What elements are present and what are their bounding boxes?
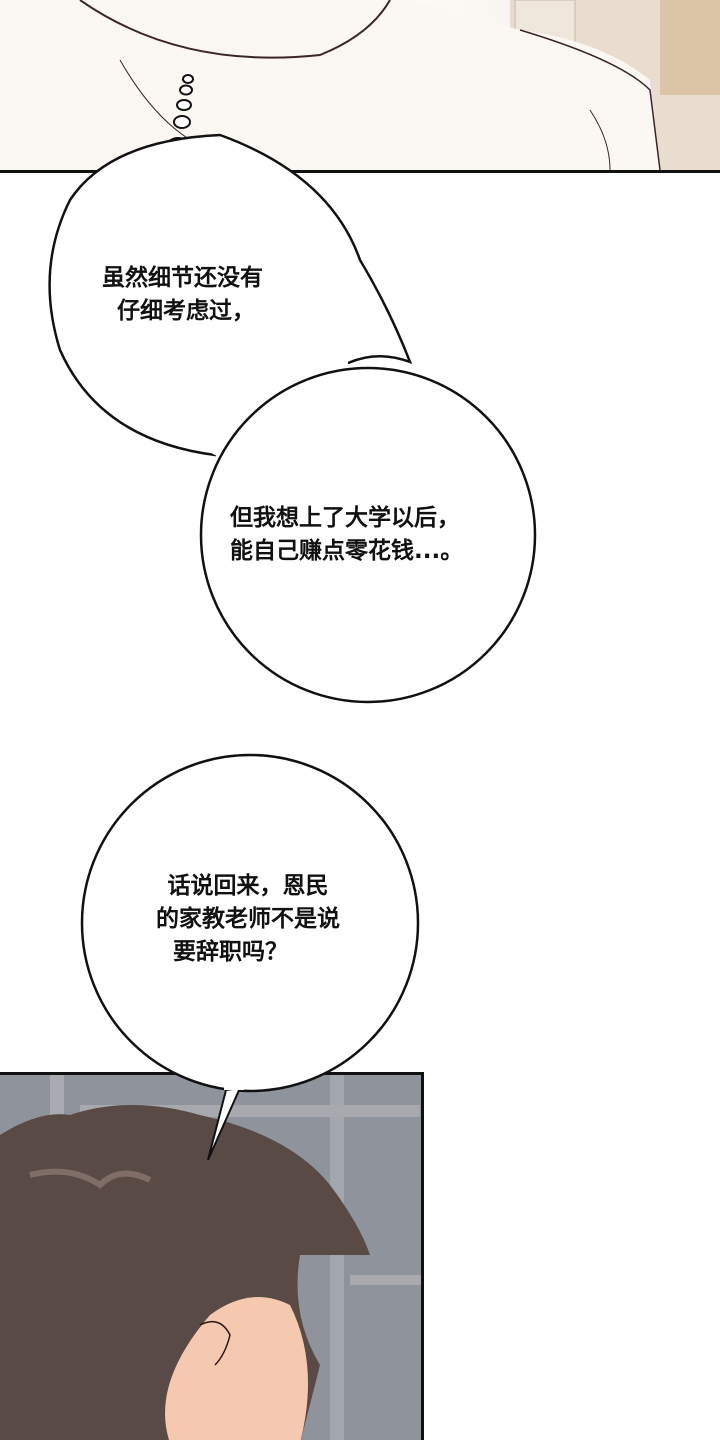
bubble-2-line-1: 但我想上了大学以后， — [230, 505, 460, 531]
bubble-1-text: 虽然细节还没有 仔细考虑过， — [102, 262, 263, 328]
character-head-illustration — [0, 1075, 421, 1440]
bubble-3-line-3: 要辞职吗？ — [173, 939, 288, 965]
bubble-1-line-1: 虽然细节还没有 — [102, 265, 263, 291]
bubble-1-line-2: 仔细考虑过， — [117, 298, 255, 324]
bubble-3-text: 话说回来，恩民 的家教老师不是说 要辞职吗？ — [128, 870, 368, 969]
comic-panel-bottom — [0, 1072, 424, 1440]
bubble-2-text: 但我想上了大学以后， 能自己赚点零花钱...。 — [230, 502, 463, 568]
comic-panel-top — [0, 0, 720, 173]
bubble-3-line-1: 话说回来，恩民 — [167, 873, 329, 899]
shirt-illustration — [0, 0, 720, 170]
bubble-2-line-2: 能自己赚点零花钱...。 — [230, 538, 464, 564]
bubble-3-line-2: 的家教老师不是说 — [156, 906, 340, 932]
